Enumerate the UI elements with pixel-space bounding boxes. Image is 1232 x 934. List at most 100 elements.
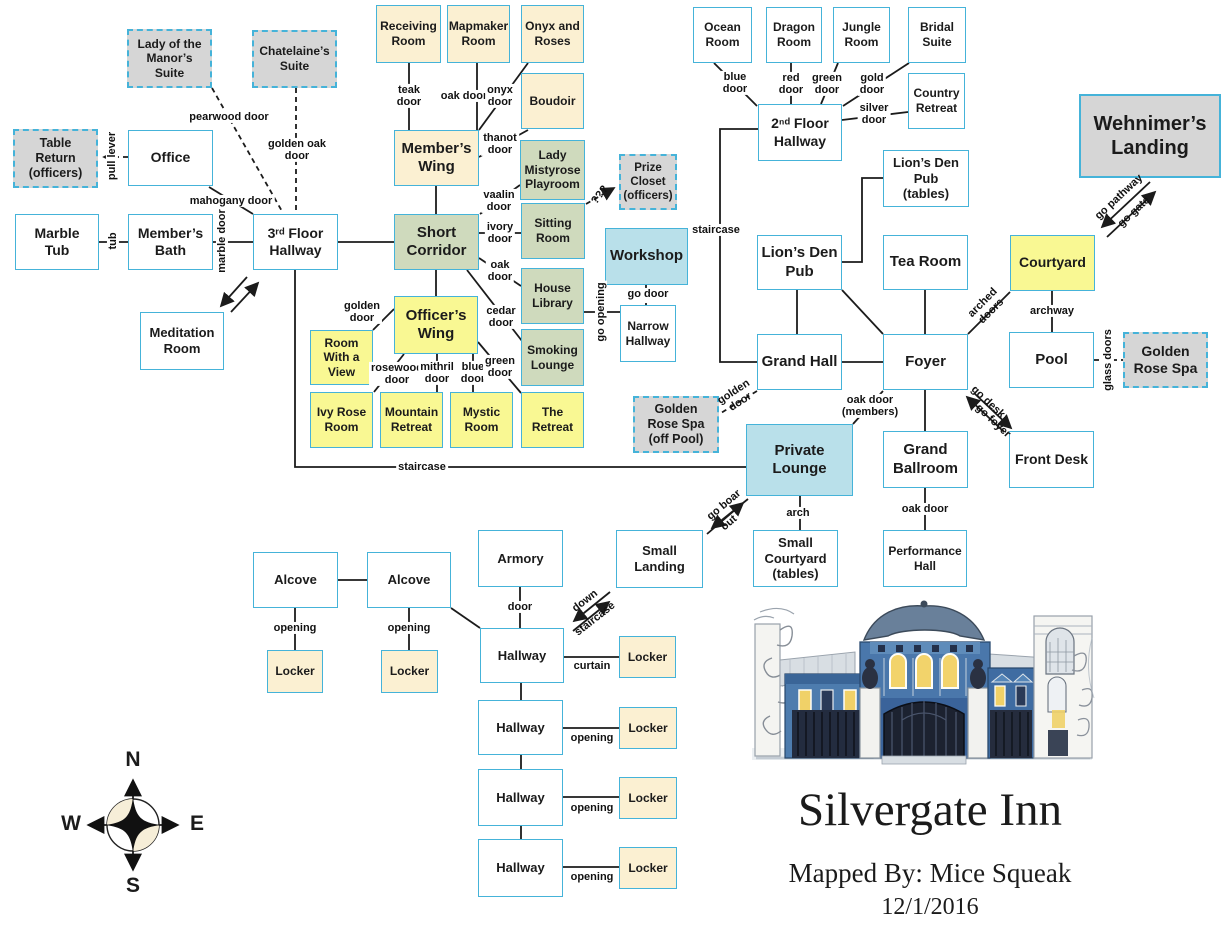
node-third-floor-hallway: 3ʳᵈ Floor Hallway <box>253 214 338 270</box>
edge-label: pearwood door <box>187 110 271 124</box>
edge-label: arched doors <box>965 285 1007 327</box>
edge-label: arch <box>784 506 812 520</box>
node-members-wing: Member’s Wing <box>394 130 479 186</box>
node-hallway-4: Hallway <box>478 839 563 897</box>
edge-label: red door <box>776 71 806 97</box>
edge-label: rosewood door <box>369 361 425 387</box>
silvergate-inn-illustration <box>752 600 1095 765</box>
edge-label: out <box>718 512 740 534</box>
node-tea-room: Tea Room <box>883 235 968 290</box>
node-receiving-room: Receiving Room <box>376 5 441 63</box>
node-locker-2: Locker <box>619 707 677 749</box>
edge-label: golden oak door <box>265 137 329 163</box>
node-grand-ballroom: Grand Ballroom <box>883 431 968 488</box>
edge-label: vaalin door <box>481 188 517 214</box>
edge-label: silver door <box>857 101 891 127</box>
compass-north-label: N <box>125 748 141 771</box>
edge-label: go opening <box>594 280 608 344</box>
edge-label: opening <box>568 731 616 745</box>
edge-label: green door <box>483 354 517 380</box>
node-hallway-1: Hallway <box>480 628 564 683</box>
edge-label: oak door <box>485 258 515 284</box>
node-locker-alcove-east: Locker <box>381 650 438 693</box>
edge-label: opening <box>271 621 319 635</box>
node-wehnimers-landing: Wehnimer’s Landing <box>1079 94 1221 178</box>
map-credit: Mapped By: Mice Squeak <box>788 858 1072 888</box>
edge-label: golden door <box>341 299 383 325</box>
edge-label: ??? <box>589 183 611 207</box>
map-date: 12/1/2016 <box>881 894 979 920</box>
edge-label: blue door <box>720 70 750 96</box>
compass-west-label: W <box>61 812 81 835</box>
node-ocean-room: Ocean Room <box>693 7 752 63</box>
edge-label: ivory door <box>484 220 516 246</box>
node-chatelaines-suite: Chatelaine’s Suite <box>252 30 337 88</box>
node-short-corridor: Short Corridor <box>394 214 479 270</box>
node-meditation-room: Meditation Room <box>140 312 224 370</box>
edge-label: opening <box>385 621 433 635</box>
node-members-bath: Member’s Bath <box>128 214 213 270</box>
edge-label: teak door <box>394 83 424 109</box>
node-courtyard: Courtyard <box>1010 235 1095 291</box>
node-lions-den-pub-tables: Lion’s Den Pub (tables) <box>883 150 969 207</box>
node-locker-3: Locker <box>619 777 677 819</box>
node-marble-tub: Marble Tub <box>15 214 99 270</box>
node-sitting-room: Sitting Room <box>521 203 585 259</box>
edge-label: oak door <box>438 89 490 103</box>
node-small-courtyard: Small Courtyard (tables) <box>753 530 838 587</box>
node-onyx-and-roses: Onyx and Roses <box>521 5 584 63</box>
node-pool: Pool <box>1009 332 1094 388</box>
node-golden-rose-spa: Golden Rose Spa <box>1123 332 1208 388</box>
edge-label: oak door (members) <box>839 393 901 419</box>
edge-label: go door <box>625 287 671 301</box>
node-alcove-west: Alcove <box>253 552 338 608</box>
node-private-lounge: Private Lounge <box>746 424 853 496</box>
node-office: Office <box>128 130 213 186</box>
node-prize-closet: Prize Closet (officers) <box>619 154 677 210</box>
node-locker-alcove-west: Locker <box>267 650 323 693</box>
node-small-landing: Small Landing <box>616 530 703 588</box>
node-lady-mistyrose-playroom: Lady Mistyrose Playroom <box>520 140 585 200</box>
edge-label: thanot door <box>481 131 519 157</box>
edge-label: oak door <box>899 502 951 516</box>
edge-label: pull lever <box>105 129 119 183</box>
edge-label: marble door <box>215 207 229 275</box>
node-second-floor-hallway: 2ⁿᵈ Floor Hallway <box>758 104 842 161</box>
node-foyer: Foyer <box>883 334 968 390</box>
edge-label: onyx door <box>485 83 515 109</box>
edge-label: tub <box>106 230 120 252</box>
node-hallway-3: Hallway <box>478 769 563 826</box>
node-grand-hall: Grand Hall <box>757 334 842 390</box>
node-dragon-room: Dragon Room <box>766 7 822 63</box>
node-lady-of-the-manors-suite: Lady of the Manor’s Suite <box>127 29 212 88</box>
edge-label: staircase <box>396 460 448 474</box>
compass-south-label: S <box>125 874 141 897</box>
node-lions-den-pub: Lion’s Den Pub <box>757 235 842 290</box>
node-hallway-2: Hallway <box>478 700 563 755</box>
node-front-desk: Front Desk <box>1009 431 1094 488</box>
edge-label: opening <box>568 801 616 815</box>
node-table-return: Table Return (officers) <box>13 129 98 188</box>
edge-label: opening <box>568 870 616 884</box>
edge-label: golden door <box>715 377 754 414</box>
node-armory: Armory <box>478 530 563 587</box>
node-locker-1: Locker <box>619 636 676 678</box>
edge-label: green door <box>810 71 844 97</box>
compass-east-label: E <box>189 812 205 835</box>
node-performance-hall: Performance Hall <box>883 530 967 587</box>
edge-label: door <box>505 600 535 614</box>
node-mapmaker-room: Mapmaker Room <box>447 5 510 63</box>
node-locker-4: Locker <box>619 847 677 889</box>
node-alcove-east: Alcove <box>367 552 451 608</box>
edge-label: glass doors <box>1101 327 1115 393</box>
edge-label: mithril door <box>418 360 456 386</box>
edge-label: mahogany door <box>187 194 275 208</box>
map-title: Silvergate Inn <box>797 784 1063 836</box>
edge-label: staircase <box>690 223 742 237</box>
edge-label: cedar door <box>484 304 518 330</box>
edge-label: curtain <box>571 659 613 673</box>
node-bridal-suite: Bridal Suite <box>908 7 966 63</box>
node-jungle-room: Jungle Room <box>833 7 890 63</box>
node-country-retreat: Country Retreat <box>908 73 965 129</box>
